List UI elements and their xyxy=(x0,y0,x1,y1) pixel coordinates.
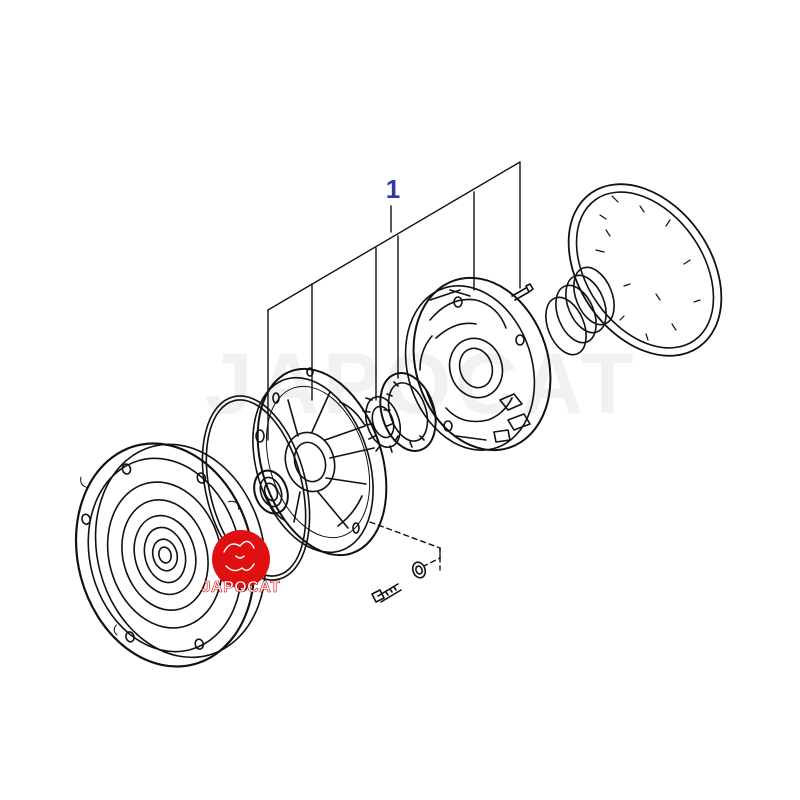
watermark: JAPOCAT xyxy=(205,336,638,432)
japocat-cat-logo-icon xyxy=(212,530,270,588)
bolt xyxy=(371,583,402,603)
seal-rings xyxy=(545,266,615,356)
outer-gear xyxy=(379,372,437,452)
oil-seal xyxy=(253,469,289,515)
gasket xyxy=(567,183,723,357)
callout-number: 1 xyxy=(385,174,401,204)
washer xyxy=(411,561,427,579)
inner-gear xyxy=(362,395,402,453)
stator-support xyxy=(404,276,552,452)
leader-lines xyxy=(267,161,521,571)
small-bolt xyxy=(511,283,534,301)
o-ring xyxy=(201,395,311,581)
logo-text: JAPOCAT xyxy=(201,579,281,597)
